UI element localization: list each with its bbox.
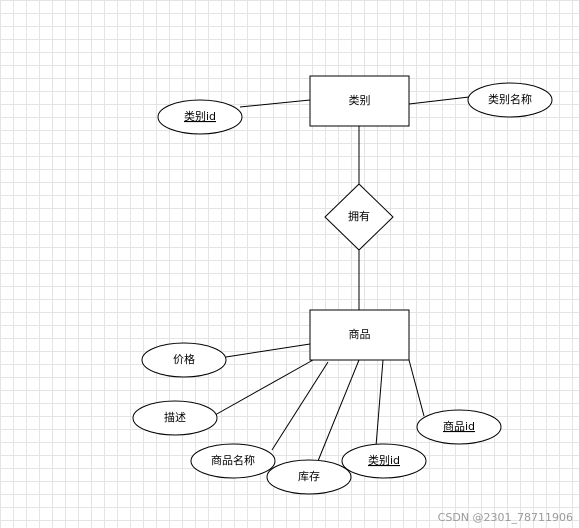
entity-category[interactable]: 类别 [309,75,410,127]
line-category-name [408,96,470,105]
attribute-category-name[interactable]: 类别名称 [467,82,553,118]
attribute-product-id-label: 商品id [443,419,475,433]
attribute-product-category-id-label: 类别id [368,453,400,467]
attribute-category-name-label: 类别名称 [488,92,532,106]
attribute-description-label: 描述 [164,410,186,424]
entity-product-label: 商品 [349,327,371,341]
line-product-category-id [375,359,384,447]
attribute-product-name-label: 商品名称 [211,453,255,467]
attribute-price-label: 价格 [173,352,195,366]
attribute-description[interactable]: 描述 [132,400,218,436]
relationship-has[interactable]: 拥有 [324,183,394,251]
line-product-name [271,361,329,451]
watermark: CSDN @2301_78711906 [437,511,573,524]
attribute-product-name[interactable]: 商品名称 [190,443,276,479]
line-description [214,359,314,416]
relationship-label: 拥有 [348,209,370,223]
attribute-stock-label: 库存 [298,469,320,483]
entity-product[interactable]: 商品 [309,309,410,361]
attribute-product-id[interactable]: 商品id [416,409,502,445]
line-price [225,343,311,358]
attribute-price[interactable]: 价格 [141,342,227,378]
attribute-product-category-id[interactable]: 类别id [341,443,427,479]
line-category-id [239,99,311,108]
attribute-category-id[interactable]: 类别id [157,99,243,135]
attribute-category-id-label: 类别id [184,109,216,123]
attribute-stock[interactable]: 库存 [266,459,352,495]
line-product-id [408,359,425,417]
entity-category-label: 类别 [349,93,371,107]
line-stock [317,359,360,462]
